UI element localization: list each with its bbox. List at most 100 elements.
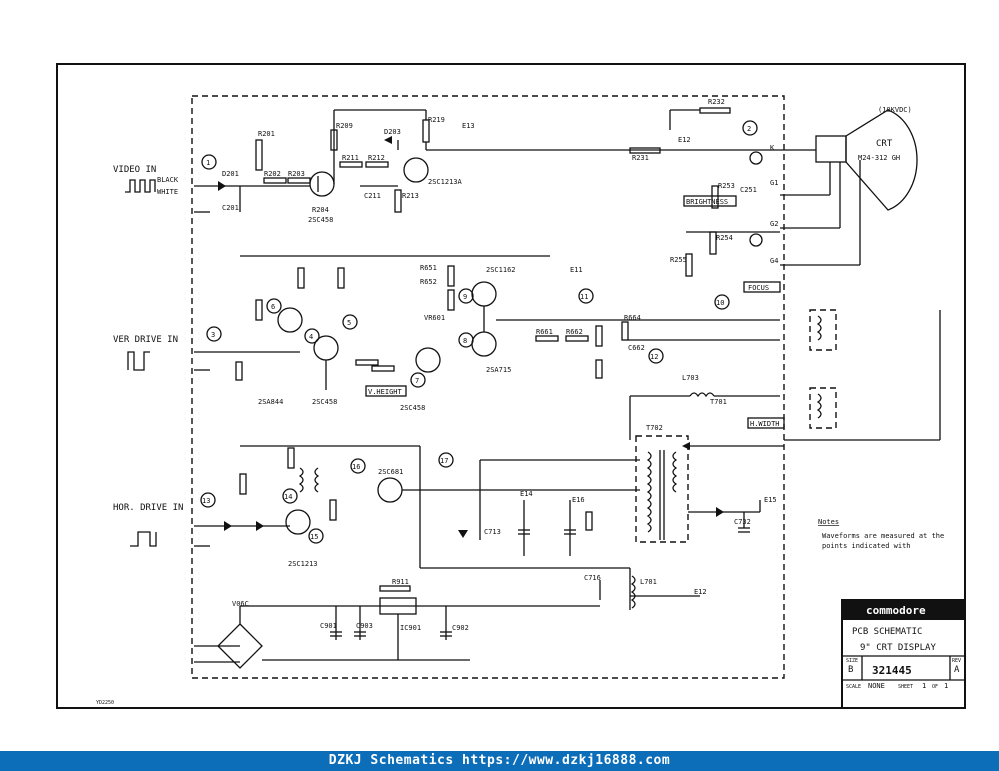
svg-text:2SC1162: 2SC1162 xyxy=(486,266,516,274)
company-logo: commodore xyxy=(866,604,926,617)
svg-text:9: 9 xyxy=(463,293,467,301)
brightness-label: BRIGHTNESS xyxy=(686,198,728,206)
svg-text:3: 3 xyxy=(211,331,215,339)
crt-model: M24-312 GH xyxy=(858,154,900,162)
size-value: B xyxy=(848,665,853,675)
crt-pin-g2: G2 xyxy=(770,220,778,228)
q601-transistor xyxy=(277,307,303,333)
rail-e15: E15 xyxy=(764,496,777,504)
svg-text:R254: R254 xyxy=(716,234,733,242)
deflection-yokes: H.WIDTH xyxy=(629,309,941,441)
ver-drive-label: VER DRIVE IN xyxy=(113,335,178,345)
svg-text:12: 12 xyxy=(650,353,658,361)
rail-e13: E13 xyxy=(462,122,475,130)
rail-e14: E14 xyxy=(520,490,533,498)
svg-text:2: 2 xyxy=(747,125,751,133)
svg-text:2SA844: 2SA844 xyxy=(258,398,283,406)
svg-text:R202: R202 xyxy=(264,170,281,178)
title-line-2: 9" CRT DISPLAY xyxy=(860,643,936,653)
svg-text:2SC681: 2SC681 xyxy=(378,468,403,476)
svg-text:1: 1 xyxy=(944,682,948,690)
svg-text:R211: R211 xyxy=(342,154,359,162)
svg-text:R231: R231 xyxy=(632,154,649,162)
scale-value: NONE xyxy=(868,682,885,690)
notes: Notes Waveforms are measured at the poin… xyxy=(818,518,944,550)
svg-text:2SC458: 2SC458 xyxy=(308,216,333,224)
svg-text:R661: R661 xyxy=(536,328,553,336)
svg-text:R664: R664 xyxy=(624,314,641,322)
svg-text:2SC1213: 2SC1213 xyxy=(288,560,318,568)
crt-symbol: CRT M24-312 GH (10KVDC) K G1 G2 G4 xyxy=(770,106,918,266)
svg-text:R255: R255 xyxy=(670,256,687,264)
footer-site: DZKJ Schematics xyxy=(328,753,454,768)
svg-text:16: 16 xyxy=(352,463,360,471)
svg-text:C662: C662 xyxy=(628,344,645,352)
svg-text:T702: T702 xyxy=(646,424,663,432)
svg-text:T701: T701 xyxy=(710,398,727,406)
svg-text:8: 8 xyxy=(463,337,467,345)
title-block: commodore PCB SCHEMATIC 9" CRT DISPLAY S… xyxy=(841,599,966,709)
svg-text:R662: R662 xyxy=(566,328,583,336)
svg-text:SIZE: SIZE xyxy=(846,658,858,664)
svg-text:11: 11 xyxy=(580,293,588,301)
watermark-footer: DZKJ Schematics https://www.dzkj16888.co… xyxy=(0,751,999,771)
svg-text:2SC458: 2SC458 xyxy=(312,398,337,406)
svg-text:15: 15 xyxy=(310,533,318,541)
svg-text:C902: C902 xyxy=(452,624,469,632)
svg-text:R253: R253 xyxy=(718,182,735,190)
q652-transistor xyxy=(471,331,497,357)
svg-text:REV: REV xyxy=(952,658,961,664)
svg-text:SCALE: SCALE xyxy=(846,684,861,690)
svg-text:R203: R203 xyxy=(288,170,305,178)
svg-text:D203: D203 xyxy=(384,128,401,136)
svg-text:17: 17 xyxy=(440,457,448,465)
power-section xyxy=(194,585,600,669)
pcb-outline xyxy=(191,95,785,679)
svg-text:V06C: V06C xyxy=(232,600,249,608)
svg-text:R201: R201 xyxy=(258,130,275,138)
video-black-label: BLACK xyxy=(157,176,179,184)
sheet-border xyxy=(56,63,966,709)
svg-text:C903: C903 xyxy=(356,622,373,630)
svg-text:IC901: IC901 xyxy=(400,624,421,632)
svg-text:4: 4 xyxy=(309,333,313,341)
svg-text:C901: C901 xyxy=(320,622,337,630)
q202-transistor xyxy=(403,157,429,183)
svg-text:1: 1 xyxy=(206,159,210,167)
svg-text:C713: C713 xyxy=(484,528,501,536)
q701-transistor xyxy=(285,509,311,535)
svg-text:1: 1 xyxy=(922,682,926,690)
rev-value: A xyxy=(954,665,960,675)
svg-text:R219: R219 xyxy=(428,116,445,124)
svg-text:5: 5 xyxy=(347,319,351,327)
svg-text:13: 13 xyxy=(202,497,210,505)
svg-text:6: 6 xyxy=(271,303,275,311)
svg-text:L701: L701 xyxy=(640,578,657,586)
svg-text:C251: C251 xyxy=(740,186,757,194)
q603-transistor xyxy=(415,347,441,373)
svg-text:R213: R213 xyxy=(402,192,419,200)
svg-text:R204: R204 xyxy=(312,206,329,214)
crt-pin-g4: G4 xyxy=(770,257,778,265)
crt-voltage: (10KVDC) xyxy=(878,106,912,114)
crt-pin-g1: G1 xyxy=(770,179,778,187)
rail-e12: E12 xyxy=(678,136,691,144)
video-section: VIDEO IN BLACK WHITE 1 2 xyxy=(113,107,780,213)
rail-e11: E11 xyxy=(570,266,583,274)
corner-code: YD2250 xyxy=(96,700,114,706)
svg-text:C211: C211 xyxy=(364,192,381,200)
focus-label: FOCUS xyxy=(748,284,769,292)
svg-text:C732: C732 xyxy=(734,518,751,526)
q702-transistor xyxy=(377,477,403,503)
svg-text:R652: R652 xyxy=(420,278,437,286)
vertical-section: VER DRIVE IN 3 6 4 5 V.HEIGHT 7 8 9 xyxy=(113,255,780,397)
h-width-label: H.WIDTH xyxy=(750,420,780,428)
rail-e12-bottom: E12 xyxy=(694,588,707,596)
svg-text:2SC1213A: 2SC1213A xyxy=(428,178,463,186)
schematic-sheet: VIDEO IN BLACK WHITE 1 2 xyxy=(56,63,966,709)
notes-text-1: Waveforms are measured at the xyxy=(822,532,944,540)
svg-text:R911: R911 xyxy=(392,578,409,586)
svg-text:R651: R651 xyxy=(420,264,437,272)
svg-text:2SA715: 2SA715 xyxy=(486,366,511,374)
svg-text:C716: C716 xyxy=(584,574,601,582)
